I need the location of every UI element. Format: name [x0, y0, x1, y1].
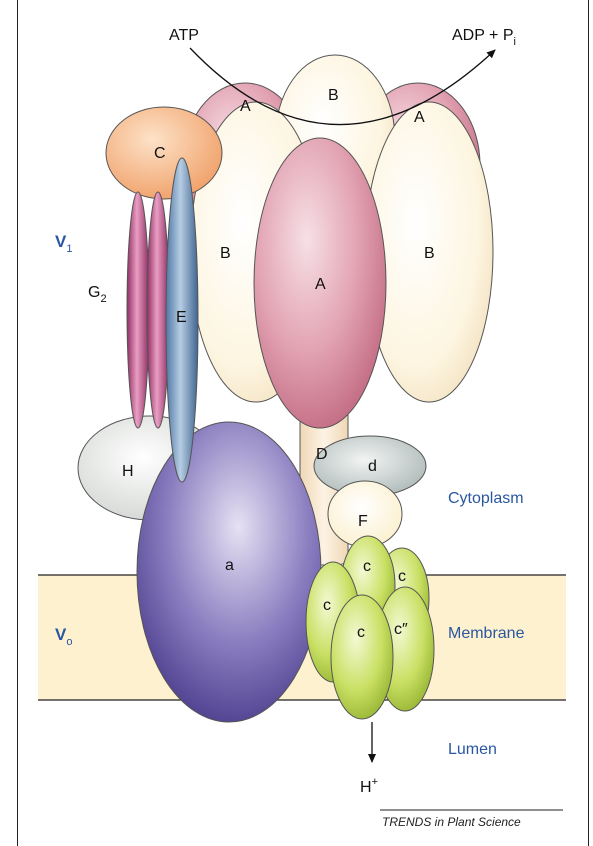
cytoplasm-label: Cytoplasm: [448, 490, 524, 507]
subunit-b-top-label: B: [328, 87, 339, 104]
subunit-c2-label: c: [398, 568, 406, 585]
subunit-h-label: H: [122, 463, 134, 480]
subunit-b-right-label: B: [424, 245, 435, 262]
subunit-g2-rod-1: [127, 192, 149, 428]
proton-label: H+: [360, 776, 378, 796]
subunit-g2-label: G2: [88, 284, 107, 305]
subunit-b-left-label: B: [220, 245, 231, 262]
subunit-small-d-label: d: [368, 458, 377, 475]
subunit-a-left-label: A: [240, 98, 251, 115]
adp-pi-label: ADP + Pi: [452, 27, 516, 48]
subunit-a-right-label: A: [414, 109, 425, 126]
subunit-e-label: E: [176, 309, 187, 326]
lumen-label: Lumen: [448, 741, 497, 758]
v1-sector-label: V1: [55, 232, 72, 255]
subunit-c1-label: c: [363, 558, 371, 575]
subunit-f-label: F: [358, 513, 368, 530]
subunit-c-double-prime-label: c″: [394, 621, 408, 638]
subunit-small-a-label: a: [225, 557, 234, 574]
subunit-c3-label: c: [323, 597, 331, 614]
subunit-a-center-label: A: [315, 276, 326, 293]
subunit-c4-label: c: [357, 624, 365, 641]
credit-text: TRENDS in Plant Science: [382, 815, 521, 829]
subunit-d-label: D: [316, 446, 328, 463]
membrane-label: Membrane: [448, 625, 525, 642]
c-ring-front-center: [331, 595, 393, 719]
atp-label: ATP: [169, 27, 199, 44]
subunit-c-label: C: [154, 145, 166, 162]
